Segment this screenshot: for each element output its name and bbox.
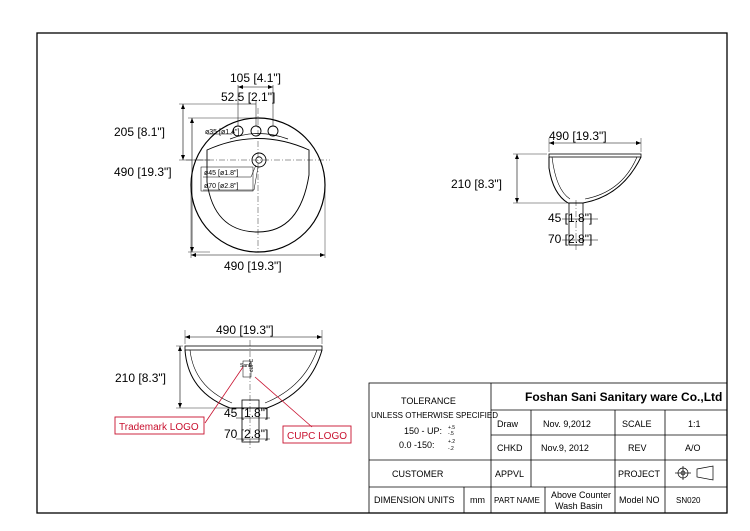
logo-dim-outlet: 70 [2.8"]	[224, 427, 268, 441]
project-label: PROJECT	[618, 469, 661, 479]
dimension-units-label: DIMENSION UNITS	[374, 495, 455, 505]
trademark-mark-box	[242, 360, 252, 378]
logo-dim-drain: 45 [1.8"]	[224, 406, 268, 420]
dim-depth: 490 [19.3"]	[114, 165, 172, 179]
tolerance-heading: TOLERANCE	[401, 396, 456, 406]
company-name: Foshan Sani Sanitary ware Co.,Ltd	[525, 390, 722, 404]
top-view	[179, 85, 330, 258]
side-view-dimension-arrows	[515, 141, 641, 203]
logo-bowl-profile	[184, 349, 323, 409]
model-no-value: SN020	[676, 496, 701, 505]
trademark-callout: Trademark LOGO	[114, 416, 205, 435]
rev-label: REV	[628, 443, 647, 453]
dim-overflow-dia: ø70 [ø2.8"]	[204, 183, 238, 190]
appvl-label: APPVL	[495, 469, 524, 479]
top-view-dimension-arrows	[181, 85, 325, 257]
tolerance-1-minus: -.5	[448, 431, 454, 437]
logo-view	[176, 330, 323, 448]
trademark-callout-label: Trademark LOGO	[119, 422, 199, 433]
dim-holes-span: 105 [4.1"]	[230, 71, 281, 85]
dim-drain-dia: ø45 [ø1.8"]	[204, 170, 238, 177]
model-no-label: Model NO	[619, 495, 660, 505]
chkd-label: CHKD	[497, 443, 523, 453]
dim-width: 490 [19.3"]	[224, 259, 282, 273]
dimension-units-value: mm	[470, 495, 485, 505]
side-dim-outlet: 70 [2.8"]	[548, 232, 592, 246]
customer-label: CUSTOMER	[392, 469, 444, 479]
logo-dim-width: 490 [19.3"]	[216, 323, 274, 337]
bowl-profile	[548, 156, 642, 204]
cupc-callout: CUPC LOGO	[282, 425, 352, 444]
tolerance-1-label: 150 - UP:	[404, 426, 442, 436]
dim-hole-spacing: 52.5 [2.1"]	[221, 90, 275, 104]
cupc-callout-label: CUPC LOGO	[287, 431, 347, 442]
tolerance-note: UNLESS OTHERWISE SPECIFIED	[371, 411, 498, 420]
dim-hole-dia: ø35 [ø1.4"]	[205, 129, 239, 136]
logo-drain-pipe	[241, 399, 260, 443]
side-dim-height: 210 [8.3"]	[451, 177, 502, 191]
basin-rim	[548, 153, 642, 158]
trademark-mark: Sani	[240, 363, 250, 369]
scale-value: 1:1	[688, 419, 701, 429]
faucet-hole-center	[250, 125, 262, 137]
dim-rear-to-hole: 205 [8.1"]	[114, 125, 165, 139]
title-block	[368, 382, 728, 514]
rev-value: A/O	[685, 443, 701, 453]
chkd-date: Nov.9, 2012	[541, 443, 589, 453]
side-dim-drain: 45 [1.8"]	[548, 211, 592, 225]
sheet-border	[36, 32, 728, 514]
callout-leaders	[204, 366, 313, 428]
faucet-deck	[229, 133, 289, 140]
logo-view-dimension-arrows	[178, 335, 322, 408]
scale-label: SCALE	[622, 419, 652, 429]
part-name-label: PART NAME	[494, 496, 540, 505]
logo-dim-height: 210 [8.3"]	[115, 371, 166, 385]
cupc-mark: cUPC	[249, 359, 255, 372]
tolerance-2-plus: +.2	[448, 439, 455, 445]
tolerance-2-label: 0.0 -150:	[399, 440, 435, 450]
tolerance-2-minus: -.2	[448, 446, 454, 452]
side-view	[513, 138, 642, 250]
part-name-line2: Wash Basin	[555, 501, 603, 511]
logo-basin-rim	[184, 345, 323, 351]
draw-date: Nov. 9,2012	[543, 419, 591, 429]
part-name-line1: Above Counter	[551, 490, 611, 500]
projection-symbol-icon	[675, 465, 714, 481]
draw-label: Draw	[497, 419, 519, 429]
tolerance-1-plus: +.5	[448, 425, 455, 431]
side-dim-width: 490 [19.3"]	[549, 129, 607, 143]
